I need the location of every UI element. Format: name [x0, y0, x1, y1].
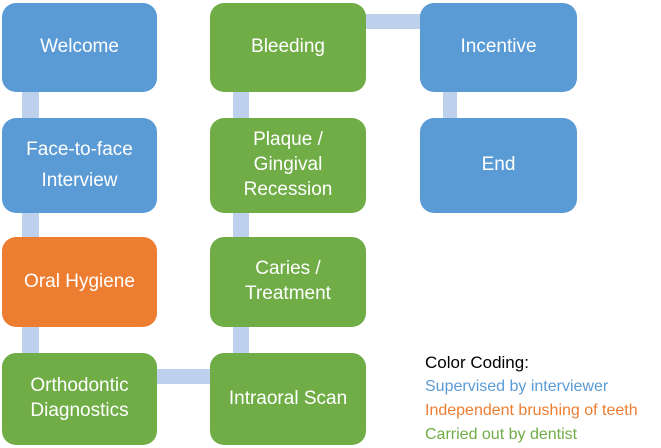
flow-node-label: Incentive — [460, 36, 537, 58]
flow-node-intraoral-scan: Intraoral Scan — [210, 353, 366, 445]
flow-node-end: End — [420, 118, 577, 213]
flow-node-face-to-face-interview: Face-to-face Interview — [2, 118, 157, 213]
legend-title: Color Coding: — [425, 353, 529, 372]
flow-node-label: Caries / Treatment — [245, 258, 331, 304]
flow-node-caries-treatment: Caries / Treatment — [210, 237, 366, 327]
flow-node-label: Face-to-face Interview — [26, 139, 133, 191]
flow-node-bleeding: Bleeding — [210, 3, 366, 92]
flow-node-label: Orthodontic Diagnostics — [30, 375, 129, 421]
legend-item-independent-brushing: Independent brushing of teeth — [425, 402, 638, 419]
connector-caries-to-intraoral — [233, 325, 249, 355]
connector-welcome-to-interview — [22, 90, 39, 120]
connector-oral-hygiene-to-orthodontic — [22, 325, 39, 355]
connector-plaque-to-caries — [233, 211, 249, 239]
flow-node-label: Bleeding — [251, 36, 325, 58]
connector-interview-to-oral-hygiene — [22, 211, 39, 239]
flow-node-oral-hygiene: Oral Hygiene — [2, 237, 157, 327]
connector-incentive-to-end — [443, 90, 457, 120]
flow-node-incentive: Incentive — [420, 3, 577, 92]
flow-node-plaque-gingival-recession: Plaque / Gingival Recession — [210, 118, 366, 213]
connector-bleeding-to-incentive — [364, 14, 422, 29]
connector-bleeding-to-plaque — [233, 90, 249, 120]
flow-node-label: Plaque / Gingival Recession — [243, 129, 333, 200]
connector-orthodontic-to-intraoral — [155, 369, 212, 384]
legend-item-supervised-by-interviewer: Supervised by interviewer — [425, 378, 609, 395]
flow-node-label: End — [481, 154, 516, 176]
flow-node-label: Intraoral Scan — [228, 387, 348, 409]
flow-node-label: Oral Hygiene — [24, 270, 135, 292]
flow-node-orthodontic-diagnostics: Orthodontic Diagnostics — [2, 353, 157, 445]
legend: Color Coding: Supervised by interviewer … — [425, 351, 638, 447]
flow-node-welcome: Welcome — [2, 3, 157, 92]
legend-item-carried-out-by-dentist: Carried out by dentist — [425, 426, 578, 443]
flow-node-label: Welcome — [40, 36, 119, 58]
